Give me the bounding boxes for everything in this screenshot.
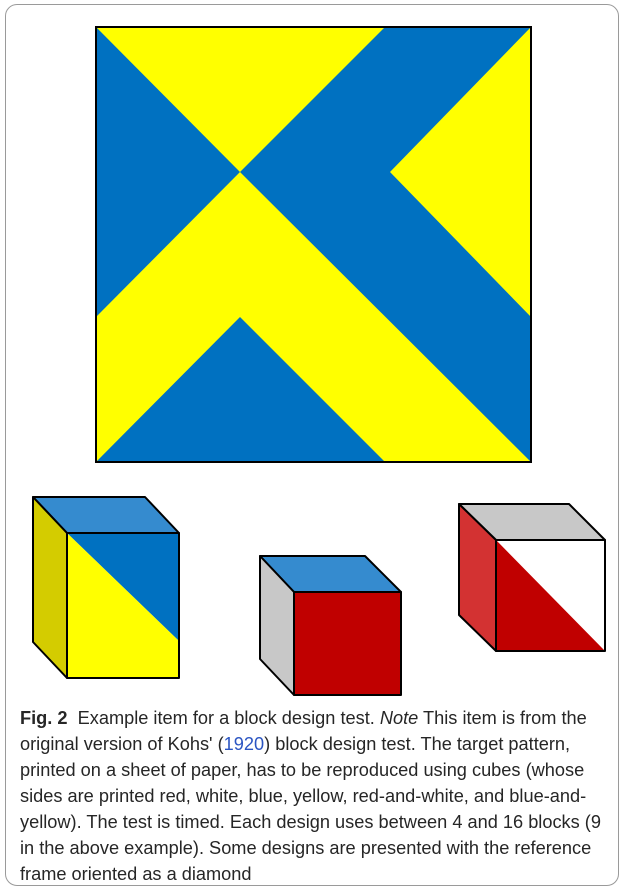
caption-intro: Example item for a block design test. <box>78 708 375 728</box>
figure-caption: Fig. 2 Example item for a block design t… <box>20 705 610 887</box>
citation-link[interactable]: 1920 <box>224 734 264 754</box>
caption-after-citation: ) block design test. The target pattern,… <box>20 734 601 884</box>
cube-red <box>260 556 401 695</box>
target-pattern <box>96 27 531 462</box>
cube-blue-yellow <box>33 497 179 678</box>
note-label: Note <box>380 708 418 728</box>
figure-illustration <box>0 0 624 700</box>
cube-red-front <box>294 592 401 695</box>
figure-label: Fig. 2 <box>20 708 68 728</box>
cube-red-white <box>459 504 605 651</box>
